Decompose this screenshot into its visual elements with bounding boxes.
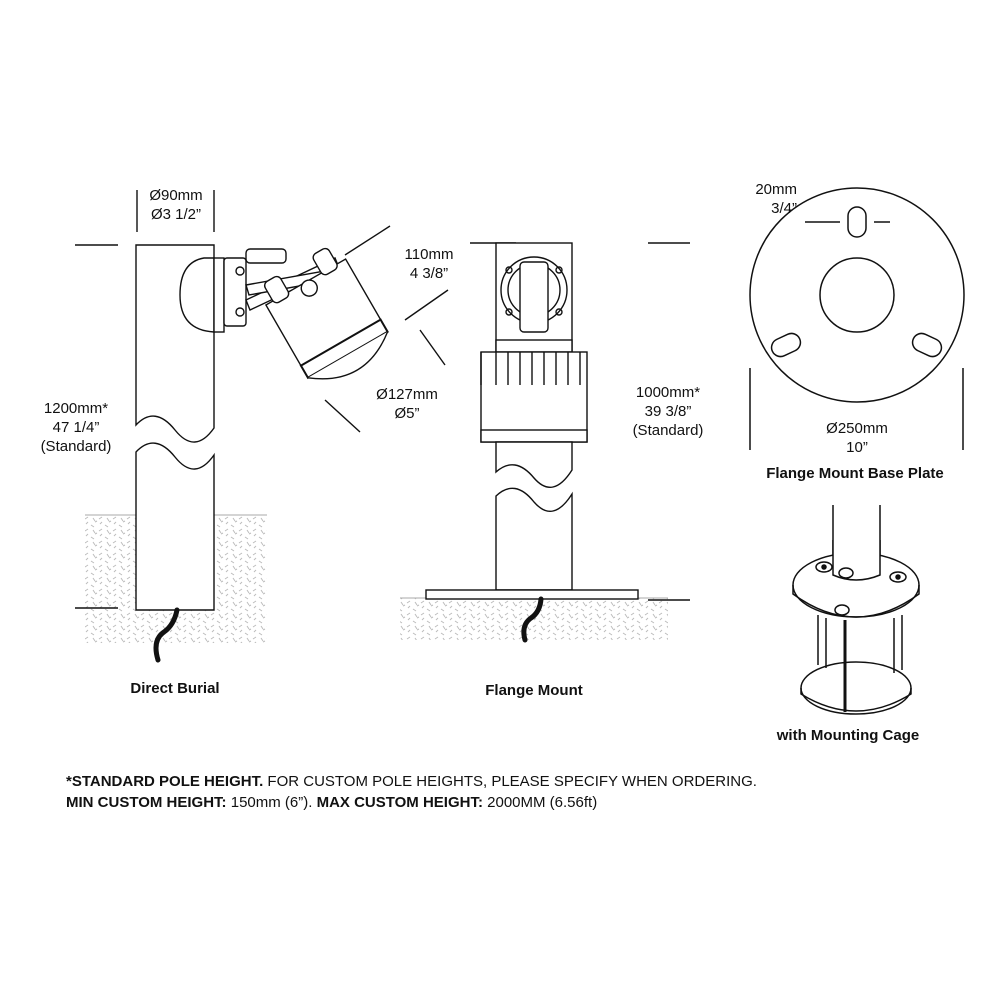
burial-height-note: (Standard)	[40, 438, 112, 455]
pole-lower	[135, 442, 215, 611]
footnote-min-label: MIN CUSTOM HEIGHT:	[66, 794, 227, 811]
head-diameter-in: Ø5”	[394, 405, 420, 422]
cage-bottom-ring	[800, 661, 912, 715]
burial-height-label: 1200mm* 47 1/4” (Standard)	[41, 399, 112, 456]
ground-section-middle	[400, 598, 668, 640]
plate-diameter-mm: Ø250mm	[826, 420, 888, 437]
footnote-line-2: MIN CUSTOM HEIGHT: 150mm (6”). MAX CUSTO…	[66, 794, 597, 811]
flange-mount-view	[400, 242, 690, 643]
slot-top	[847, 206, 867, 238]
footnote-custom-heights: FOR CUSTOM POLE HEIGHTS, PLEASE SPECIFY …	[263, 773, 757, 790]
plate-diameter-in: 10”	[846, 439, 868, 456]
pole-diameter-mm: Ø90mm	[149, 187, 203, 204]
flange-mount-caption: Flange Mount	[485, 682, 583, 699]
cable	[153, 607, 180, 663]
burial-height-mm: 1200mm*	[43, 400, 109, 417]
pole-diameter-label: Ø90mm Ø3 1/2”	[149, 186, 202, 224]
slot-size-label: 20mm 3/4”	[720, 180, 797, 218]
slot-left	[770, 332, 802, 358]
flange-height-mm: 1000mm*	[635, 384, 701, 401]
pole-diameter-in: Ø3 1/2”	[150, 206, 202, 223]
finned-housing	[480, 351, 588, 443]
burial-height-in: 47 1/4”	[52, 419, 100, 436]
direct-burial-view	[75, 190, 449, 663]
mounting-cage-caption: with Mounting Cage	[776, 727, 920, 744]
head-length-in: 4 3/8”	[409, 265, 449, 282]
footnote-min-value: 150mm (6”).	[226, 794, 317, 811]
mount-cap	[179, 257, 215, 333]
slot-size-mm: 20mm	[755, 181, 797, 198]
cable-flange	[521, 596, 544, 643]
footnote-standard-height: *STANDARD POLE HEIGHT.	[66, 773, 264, 790]
head-diameter-mm: Ø127mm	[376, 386, 438, 403]
base-plate-view	[749, 187, 965, 450]
flange-height-note: (Standard)	[632, 422, 704, 439]
footnote-max-label: MAX CUSTOM HEIGHT:	[316, 794, 483, 811]
flange-height-label: 1000mm* 39 3/8” (Standard)	[633, 383, 704, 440]
direct-burial-caption: Direct Burial	[130, 680, 220, 697]
base-plate-outline	[749, 187, 965, 403]
light-head	[263, 247, 389, 380]
footnote-max-value: 2000MM (6.56ft)	[482, 794, 598, 811]
pole-flange	[495, 441, 573, 488]
head-length-mm: 110mm	[404, 246, 454, 263]
mounting-cage-view	[792, 505, 920, 715]
slot-right	[911, 332, 943, 358]
footnote-line-1: *STANDARD POLE HEIGHT. FOR CUSTOM POLE H…	[66, 773, 757, 790]
plate-diameter-label: Ø250mm 10”	[826, 419, 888, 457]
base-plate-caption: Flange Mount Base Plate	[766, 465, 944, 482]
head-length-label: 110mm 4 3/8”	[405, 245, 454, 283]
base-plate-center-hole	[819, 257, 895, 333]
flange-height-in: 39 3/8”	[644, 403, 692, 420]
head-diameter-label: Ø127mm Ø5”	[376, 385, 438, 423]
flange-plate	[425, 589, 639, 600]
slot-size-in: 3/4”	[771, 200, 797, 217]
